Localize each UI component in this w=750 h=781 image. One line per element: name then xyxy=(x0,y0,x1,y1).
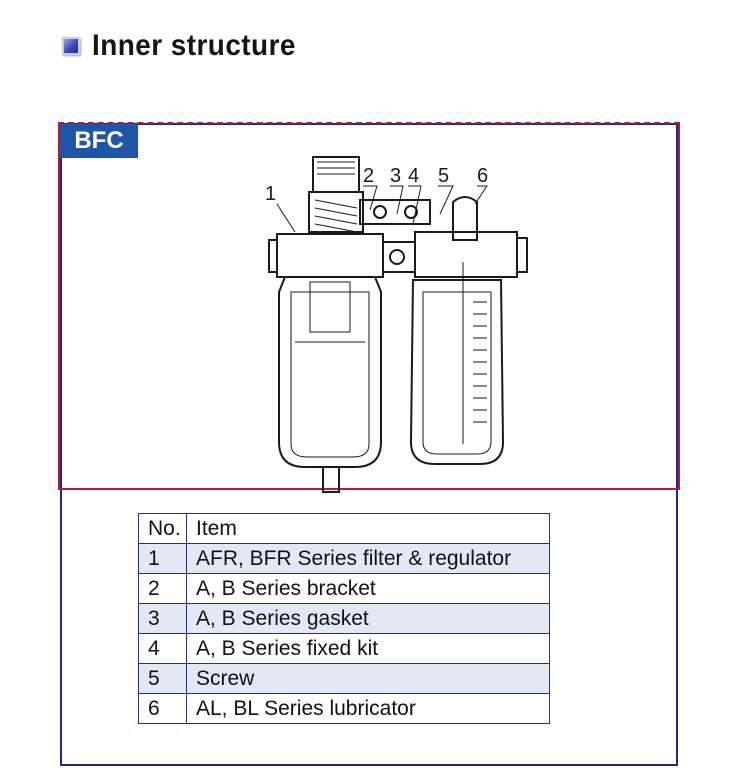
callout-6: 6 xyxy=(477,165,488,187)
column-header-item: Item xyxy=(186,513,550,544)
cell-item: Screw xyxy=(186,663,550,694)
filter-regulator-shape xyxy=(268,233,384,493)
table-row: 5 Screw xyxy=(138,663,550,694)
content-frame xyxy=(60,123,678,766)
lubricator-shape xyxy=(409,196,528,465)
connector-shape xyxy=(382,241,416,273)
table-row: 3 A, B Series gasket xyxy=(138,603,550,634)
cell-no: 3 xyxy=(138,603,187,634)
regulator-knob-shape xyxy=(308,156,364,233)
callout-2: 2 xyxy=(363,165,374,187)
callout-5: 5 xyxy=(438,165,449,187)
callout-4: 4 xyxy=(408,165,419,187)
square-bullet-icon xyxy=(62,37,80,55)
cell-no: 4 xyxy=(138,633,187,664)
cell-item: A, B Series bracket xyxy=(186,573,550,604)
parts-table: No. Item 1 AFR, BFR Series filter & regu… xyxy=(138,513,550,724)
cell-item: AL, BL Series lubricator xyxy=(186,693,550,724)
drawing-frame xyxy=(58,122,680,490)
callout-3: 3 xyxy=(390,165,401,187)
table-row: 1 AFR, BFR Series filter & regulator xyxy=(138,543,550,574)
table-header-row: No. Item xyxy=(138,513,550,544)
table-row: 4 A, B Series fixed kit xyxy=(138,633,550,664)
cell-no: 2 xyxy=(138,573,187,604)
column-header-no: No. xyxy=(138,513,187,544)
bracket-shape xyxy=(359,199,431,225)
page-title: Inner structure xyxy=(92,29,296,62)
table-row: 6 AL, BL Series lubricator xyxy=(138,693,550,724)
cell-no: 6 xyxy=(138,693,187,724)
cell-item: A, B Series fixed kit xyxy=(186,633,550,664)
cell-item: AFR, BFR Series filter & regulator xyxy=(186,543,550,574)
heading-row: Inner structure xyxy=(62,26,311,66)
table-row: 2 A, B Series bracket xyxy=(138,573,550,604)
leader-lines xyxy=(276,185,488,233)
cell-item: A, B Series gasket xyxy=(186,603,550,634)
callout-1: 1 xyxy=(265,183,276,205)
cell-no: 5 xyxy=(138,663,187,694)
inner-structure-diagram: 1 2 3 4 5 6 xyxy=(265,156,528,493)
model-badge: BFC xyxy=(60,124,138,158)
cell-no: 1 xyxy=(138,543,187,574)
